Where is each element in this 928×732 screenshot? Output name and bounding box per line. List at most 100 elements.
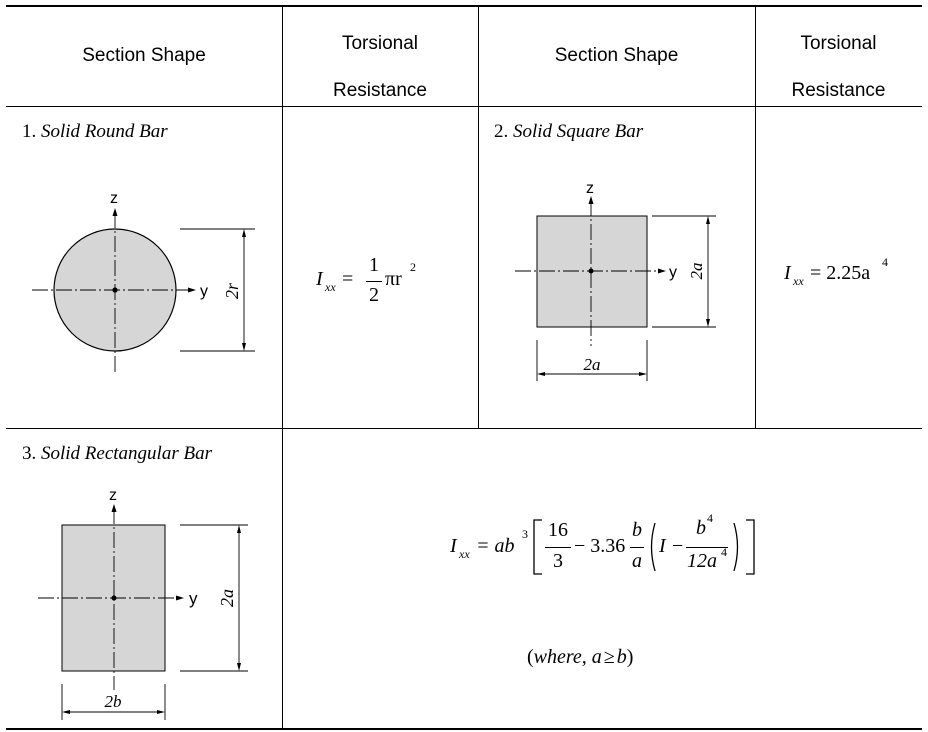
right-bracket [746,519,755,575]
dim-arrow-bottom [706,319,710,327]
dim-arrow-left [62,710,70,714]
dim-label-2r: 2r [222,282,242,299]
item-number-2: 2. [494,121,509,142]
col-divider-2 [478,6,479,428]
caption-solid-square-bar: 2. Solid Square Bar [494,121,643,143]
formula-minus-336: − 3.36 [574,535,626,557]
y-axis-label: y [189,589,198,608]
item-number-3: 3. [22,443,37,464]
fraction-bar [366,281,382,282]
header-torsional-2: Torsional [800,33,877,54]
right-paren [733,522,739,572]
y-axis-label: y [669,264,677,281]
item-name-3: Solid Rectangular Bar [41,443,212,464]
dim-arrow-bottom [242,343,246,351]
formula-numerator: 1 [369,254,379,276]
row1-bottom-rule [6,428,922,429]
item-name-1: Solid Round Bar [41,121,168,142]
dim-label-horizontal-2a: 2a [584,355,601,374]
left-paren [650,522,656,572]
table-top-rule [6,5,922,7]
formula-denominator: 2 [369,284,379,306]
header-bottom-rule [6,106,922,107]
dim-label-horizontal-2b: 2b [105,692,122,711]
dim-label-vertical-2a: 2a [217,589,237,607]
solid-rectangular-bar-diagram: z y 2a 2b [38,487,248,720]
centroid-dot [112,287,118,293]
formula-round-bar: I xx = 1 2 πr 2 [312,246,462,336]
formula-ab: = ab [476,535,515,557]
fraction3-numerator: b [696,517,706,539]
formula-sub-xx: xx [325,280,336,294]
item-name-2: Solid Square Bar [513,121,644,142]
header-section-shape-2: Section Shape [554,45,679,66]
header-torsional-resistance-2: Torsional Resistance [755,20,922,114]
fraction2-denominator: a [632,550,642,572]
header-section-shape-1: Section Shape [82,45,206,66]
dim-arrow-top [242,229,246,237]
fraction3-denominator: 12a [687,550,717,572]
dim-arrow-left [537,372,545,376]
fraction3-bar [686,547,728,548]
header-torsional-resistance-1: Torsional Resistance [282,20,478,114]
solid-square-bar-diagram: z y 2a 2a [515,180,716,381]
formula-square-bar: I xx = 2.25a 4 [780,255,910,298]
fraction1-bar [545,547,571,548]
y-arrow-head [188,287,196,293]
dim-arrow-right [639,372,647,376]
z-arrow-head [588,196,594,204]
item-number-1: 1. [22,121,37,142]
formula-value: = 2.25a [810,262,871,284]
z-axis-label: z [586,180,594,197]
z-axis-label: z [110,190,118,207]
formula-I: I [784,262,791,284]
col-divider-3 [755,6,756,428]
formula-rectangular-bar: I xx = ab 3 16 3 − 3.36 b a I − b 4 12a … [450,505,770,585]
formula-sup-2: 2 [410,260,416,274]
table-bottom-rule [6,728,922,730]
condition-open-paren: ( [527,646,534,668]
formula-I: I [450,535,457,557]
condition-close-paren: ) [626,646,634,668]
fraction2-bar [630,547,644,548]
z-arrow-head [112,208,118,216]
header-resistance-1: Resistance [333,80,427,101]
y-arrow-head [176,595,184,601]
fraction1-numerator: 16 [548,519,568,541]
fraction3-numerator-sup: 4 [707,511,713,525]
solid-round-bar-diagram: z y 2r [32,190,255,374]
formula-sup-3: 3 [522,527,528,541]
col-divider-1 [282,6,283,728]
formula-I: I [316,268,323,290]
header-resistance-2: Resistance [791,80,886,101]
y-axis-label: y [200,283,208,300]
dim-arrow-right [157,710,165,714]
y-arrow-head [658,268,666,274]
formula-sub-xx: xx [459,547,470,561]
fraction2-numerator: b [632,519,642,541]
z-arrow-head [111,504,117,512]
formula-equals: = [342,268,354,290]
condition-geq: ≥ [603,646,615,668]
left-bracket [533,519,542,575]
formula-paren-I: I [659,535,666,557]
centroid-dot [588,268,594,274]
formula-sub-xx: xx [793,274,804,288]
condition-where: (where, a≥b) [527,646,633,669]
condition-b: b [616,646,627,668]
caption-solid-round-bar: 1. Solid Round Bar [22,121,168,143]
header-torsional-1: Torsional [341,33,419,54]
fraction3-denominator-sup: 4 [721,545,727,559]
dim-label-vertical-2a: 2a [687,263,706,280]
formula-sup-4: 4 [882,255,888,269]
z-axis-label: z [109,487,117,504]
formula-pi-r: πr [385,268,402,290]
dim-arrow-top [706,216,710,224]
fraction1-denominator: 3 [553,550,563,572]
caption-solid-rectangular-bar: 3. Solid Rectangular Bar [22,443,212,465]
condition-where-text: where, a [533,646,602,668]
dim-arrow-top [237,525,241,533]
centroid-dot [111,595,117,601]
dim-arrow-bottom [237,663,241,671]
formula-minus: − [672,535,684,557]
